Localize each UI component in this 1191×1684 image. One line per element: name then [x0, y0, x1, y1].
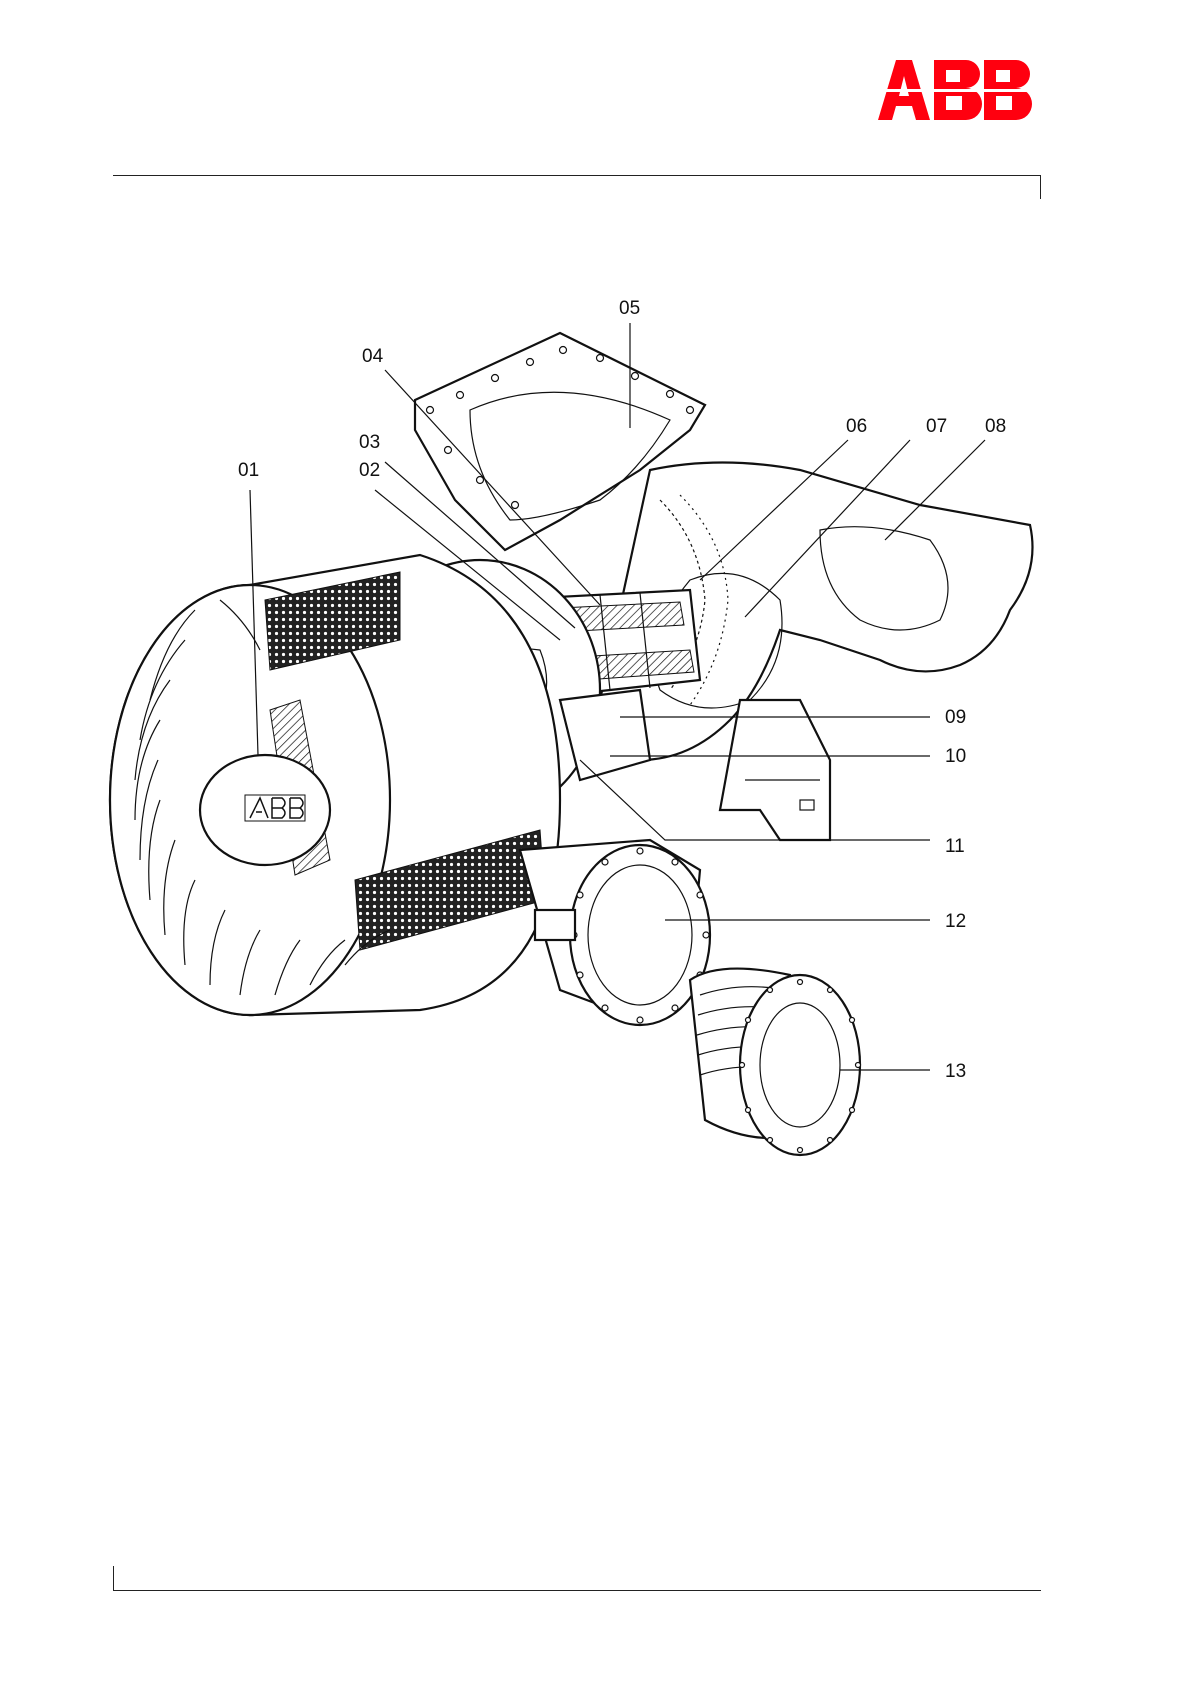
callout-04: 04	[362, 346, 384, 367]
callout-02: 02	[359, 460, 380, 481]
bearing-casing	[720, 700, 830, 840]
callout-10: 10	[945, 746, 966, 767]
nozzle-ring-part	[690, 969, 861, 1155]
callout-06: 06	[846, 416, 867, 437]
gas-inlet-casing	[520, 840, 710, 1025]
callout-13: 13	[945, 1061, 966, 1082]
callout-11: 11	[945, 836, 965, 857]
callout-05: 05	[619, 298, 640, 319]
air-inlet-silencer	[110, 555, 560, 1015]
callout-12: 12	[945, 911, 966, 932]
callout-01: 01	[238, 460, 259, 481]
callout-07: 07	[926, 416, 947, 437]
callout-09: 09	[945, 707, 966, 728]
callout-03: 03	[359, 432, 380, 453]
callout-08: 08	[985, 416, 1006, 437]
